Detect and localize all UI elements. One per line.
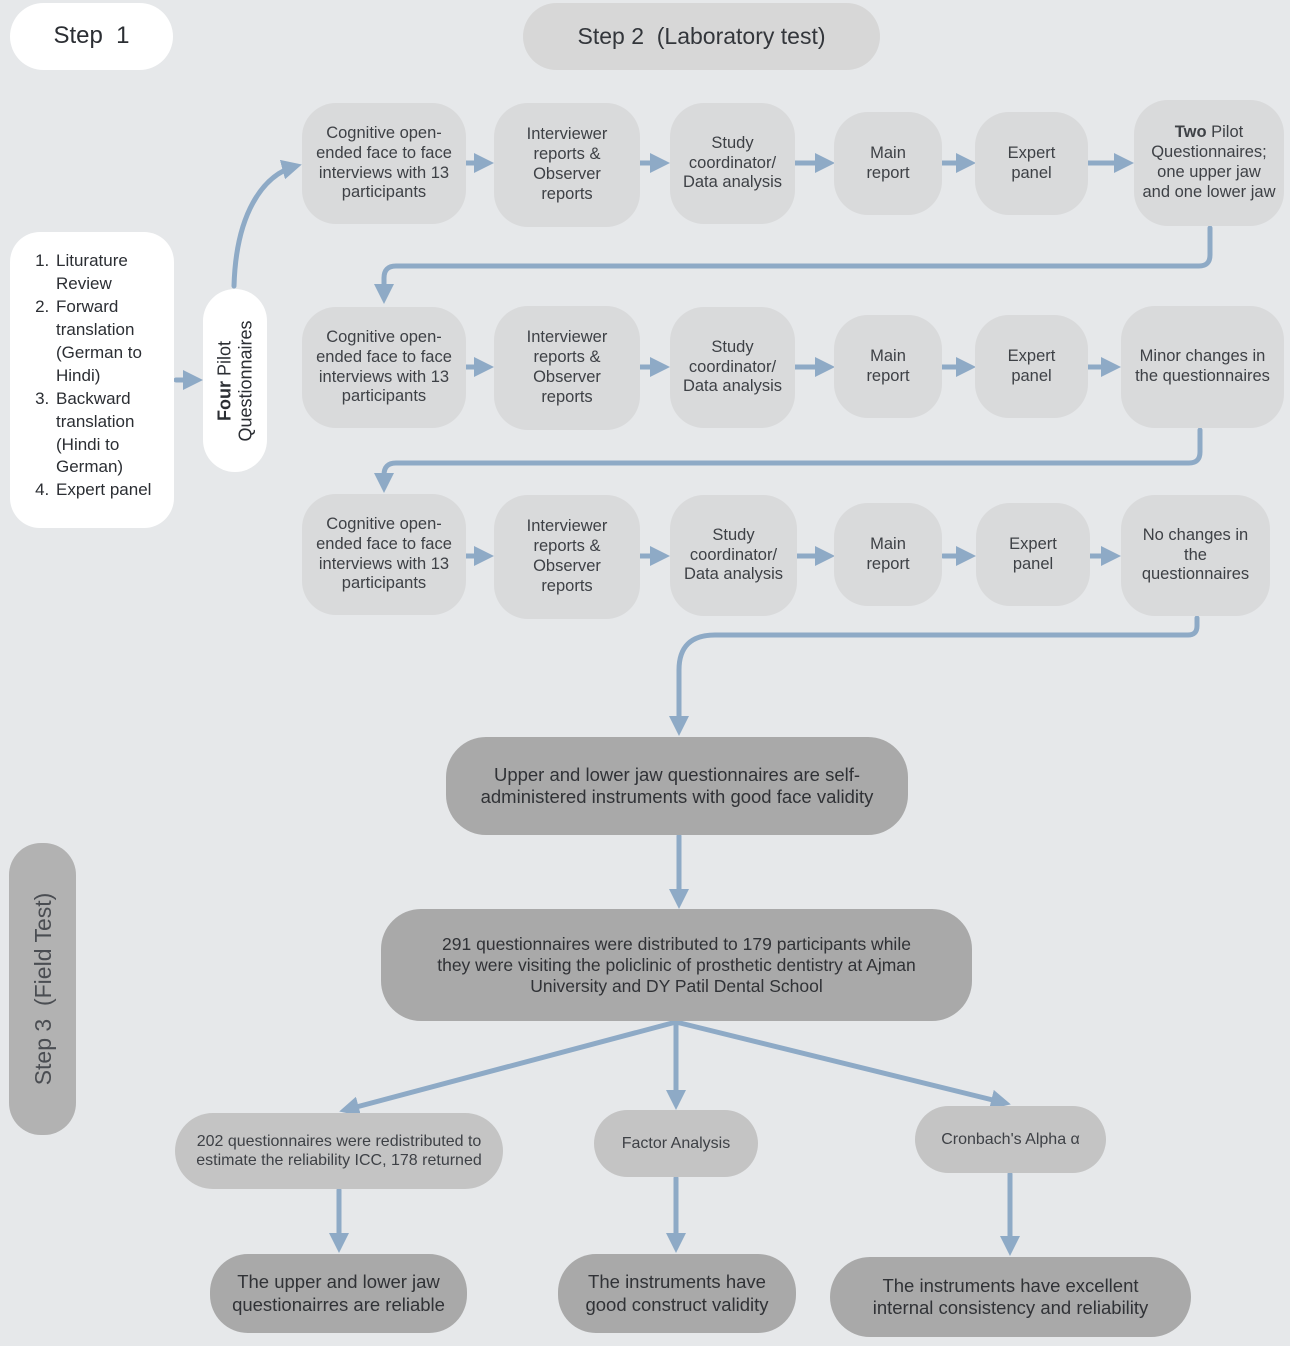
row3-interviews: Cognitive open-ended face to face interv… bbox=[302, 494, 466, 615]
factor-analysis-text: Factor Analysis bbox=[621, 1134, 731, 1152]
pilot-count: Four bbox=[214, 380, 235, 421]
row2-interviews-text: Cognitive open-ended face to face interv… bbox=[316, 327, 452, 406]
row3-outcome-text: No changes in the questionnaires bbox=[1141, 525, 1250, 584]
cronbach-text: Cronbach's Alpha α bbox=[941, 1130, 1080, 1148]
row3-interviews-text: Cognitive open-ended face to face interv… bbox=[316, 514, 452, 593]
list-item: Forward translation (German to Hindi) bbox=[54, 296, 166, 388]
construct-validity-text: The instruments have good construct vali… bbox=[585, 1271, 769, 1315]
row2-main-report-text: Main report bbox=[866, 346, 910, 385]
list-item: Liturature Review bbox=[54, 250, 166, 296]
step1-label: Step 1 bbox=[10, 3, 173, 70]
list-item: Backward translation (Hindi to German) bbox=[54, 388, 166, 480]
row1-coordinator-text: Study coordinator/ Data analysis bbox=[682, 133, 783, 192]
distribution-box: 291 questionnaires were distributed to 1… bbox=[381, 909, 972, 1021]
icc-box: 202 questionnaires were redistributed to… bbox=[175, 1113, 503, 1189]
consistency-result: The instruments have excellent internal … bbox=[830, 1257, 1191, 1337]
row1-main-report-text: Main report bbox=[866, 143, 910, 182]
list-item: Expert panel bbox=[54, 479, 166, 502]
distribution-text: 291 questionnaires were distributed to 1… bbox=[437, 933, 916, 996]
row1-outcome-bold: Two bbox=[1174, 123, 1207, 142]
row3-main-report: Main report bbox=[834, 503, 942, 606]
row1-coordinator: Study coordinator/ Data analysis bbox=[670, 103, 795, 224]
row3-reports: Interviewer reports & Observer reports bbox=[494, 495, 640, 619]
row1-outcome: Two Pilot Questionnaires; one upper jaw … bbox=[1134, 100, 1284, 226]
row1-interviews: Cognitive open-ended face to face interv… bbox=[302, 103, 466, 224]
pilot-line2: Questionnaires bbox=[235, 319, 255, 442]
row2-outcome-text: Minor changes in the questionnaires bbox=[1135, 347, 1270, 385]
row2-coordinator-text: Study coordinator/ Data analysis bbox=[682, 337, 783, 396]
reliability-result: The upper and lower jaw questionairres a… bbox=[210, 1254, 467, 1333]
row1-outcome-text: Two Pilot Questionnaires; one upper jaw … bbox=[1142, 123, 1276, 202]
row3-expert-panel: Expert panel bbox=[976, 503, 1090, 606]
reliability-result-text: The upper and lower jaw questionairres a… bbox=[232, 1271, 445, 1315]
row2-coordinator: Study coordinator/ Data analysis bbox=[670, 307, 795, 428]
row3-coordinator: Study coordinator/ Data analysis bbox=[670, 495, 797, 616]
row2-expert-panel-text: Expert panel bbox=[1007, 346, 1056, 385]
step1-text: Step 1 bbox=[53, 22, 130, 50]
consistency-result-text: The instruments have excellent internal … bbox=[872, 1274, 1149, 1318]
row1-outcome-rest: Pilot Questionnaires; one upper jaw and … bbox=[1142, 123, 1276, 201]
factor-analysis-box: Factor Analysis bbox=[594, 1110, 758, 1177]
row1-interviews-text: Cognitive open-ended face to face interv… bbox=[316, 123, 452, 202]
step3-label: Step 3 (Field Test) bbox=[9, 843, 76, 1135]
row2-interviews: Cognitive open-ended face to face interv… bbox=[302, 307, 466, 428]
row3-expert-panel-text: Expert panel bbox=[1009, 534, 1057, 573]
face-validity-box: Upper and lower jaw questionnaires are s… bbox=[446, 737, 908, 835]
cronbach-box: Cronbach's Alpha α bbox=[915, 1106, 1106, 1173]
step1-list: Liturature Review Forward translation (G… bbox=[10, 232, 174, 528]
row2-outcome: Minor changes in the questionnaires bbox=[1121, 306, 1284, 428]
row2-main-report: Main report bbox=[834, 315, 942, 418]
step2-label: Step 2 (Laboratory test) bbox=[523, 3, 880, 70]
row3-coordinator-text: Study coordinator/ Data analysis bbox=[683, 525, 784, 584]
row2-reports-text: Interviewer reports & Observer reports bbox=[526, 328, 608, 406]
icc-text: 202 questionnaires were redistributed to… bbox=[196, 1132, 482, 1169]
row1-reports-text: Interviewer reports & Observer reports bbox=[526, 125, 608, 203]
step2-text: Step 2 (Laboratory test) bbox=[577, 22, 826, 49]
pilot-questionnaires: Four Pilot Questionnaires bbox=[203, 289, 267, 472]
row3-reports-text: Interviewer reports & Observer reports bbox=[526, 517, 608, 595]
step3-text: Step 3 (Field Test) bbox=[29, 892, 56, 1086]
construct-validity-result: The instruments have good construct vali… bbox=[558, 1254, 796, 1333]
row1-expert-panel: Expert panel bbox=[975, 112, 1088, 215]
row2-expert-panel: Expert panel bbox=[975, 315, 1088, 418]
row3-main-report-text: Main report bbox=[866, 534, 910, 573]
pilot-word: Pilot bbox=[214, 340, 235, 376]
row2-reports: Interviewer reports & Observer reports bbox=[494, 306, 640, 430]
row1-reports: Interviewer reports & Observer reports bbox=[494, 103, 640, 227]
face-validity-text: Upper and lower jaw questionnaires are s… bbox=[480, 763, 874, 807]
row1-main-report: Main report bbox=[834, 112, 942, 215]
row1-expert-panel-text: Expert panel bbox=[1007, 143, 1056, 182]
row3-outcome: No changes in the questionnaires bbox=[1121, 495, 1270, 616]
